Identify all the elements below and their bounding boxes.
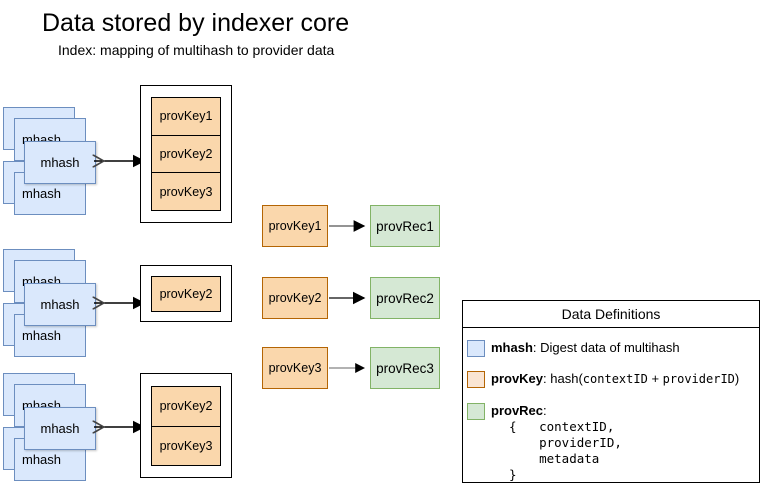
mhash-box-front[interactable]: mhash xyxy=(24,141,96,184)
legend-term: provRec xyxy=(491,403,544,418)
arrow-mhash-to-provkeys xyxy=(92,150,152,174)
provrec-node[interactable]: provRec1 xyxy=(370,205,440,247)
legend-separator: : xyxy=(543,371,551,386)
provkey-list: provKey2 xyxy=(151,276,221,312)
legend-separator: : xyxy=(532,340,541,355)
provkey-list-container: provKey2 xyxy=(140,265,232,322)
legend-separator: : xyxy=(543,403,547,418)
legend-desc-operator: + xyxy=(647,371,663,386)
legend-item-provrec: provRec: { contextID, providerID, metada… xyxy=(463,402,759,483)
provkey-cell[interactable]: provKey3 xyxy=(159,184,213,199)
legend-desc-contextid: contextID xyxy=(582,372,648,386)
page-subtitle: Index: mapping of multihash to provider … xyxy=(58,42,335,58)
provkey-list: provKey1 provKey2 provKey3 xyxy=(151,97,221,211)
provkey-cell[interactable]: provKey2 xyxy=(152,387,220,427)
provkey-cell[interactable]: provKey2 xyxy=(159,287,213,301)
arrow-provkey-to-provrec xyxy=(329,363,366,373)
provkey-node[interactable]: provKey2 xyxy=(262,277,328,319)
provkey-cell[interactable]: provKey2 xyxy=(152,136,220,174)
mhash-color-swatch-icon xyxy=(467,340,485,357)
mhash-box-front[interactable]: mhash xyxy=(24,283,96,326)
provrec-node[interactable]: provRec2 xyxy=(370,277,440,319)
provkey-color-swatch-icon xyxy=(467,371,485,388)
legend-description: Digest data of multihash xyxy=(540,340,680,355)
arrow-provkey-to-provrec xyxy=(329,220,366,232)
provkey-list-container: provKey2 provKey3 xyxy=(140,373,232,478)
legend-item-mhash: mhash: Digest data of multihash xyxy=(463,339,759,357)
arrow-mhash-to-provkeys xyxy=(92,416,152,440)
page-title: Data stored by indexer core xyxy=(42,9,350,37)
legend-term: provKey xyxy=(491,371,544,386)
arrow-mhash-to-provkeys xyxy=(92,292,152,316)
legend-desc-suffix: ) xyxy=(734,371,740,386)
arrow-provkey-to-provrec xyxy=(329,291,366,305)
provkey-node[interactable]: provKey3 xyxy=(262,347,328,389)
mhash-box-front[interactable]: mhash xyxy=(24,407,96,450)
provkey-cell[interactable]: provKey1 xyxy=(152,98,220,136)
provkey-list: provKey2 provKey3 xyxy=(151,386,221,466)
legend-desc-providerid: providerID xyxy=(662,372,735,386)
provkey-cell[interactable]: provKey3 xyxy=(159,438,213,453)
legend-item-provkey: provKey: hash(contextID + providerID) xyxy=(463,370,759,388)
legend-panel: Data Definitions mhash: Digest data of m… xyxy=(462,300,760,483)
provrec-code-block: { contextID, providerID, metadata } xyxy=(509,419,622,482)
provrec-node[interactable]: provRec3 xyxy=(370,347,440,389)
legend-term: mhash xyxy=(491,340,533,355)
provkey-list-container: provKey1 provKey2 provKey3 xyxy=(140,85,232,223)
legend-title: Data Definitions xyxy=(463,301,759,328)
legend-desc-prefix: hash( xyxy=(550,371,583,386)
provkey-node[interactable]: provKey1 xyxy=(262,205,328,247)
provrec-color-swatch-icon xyxy=(467,403,485,420)
